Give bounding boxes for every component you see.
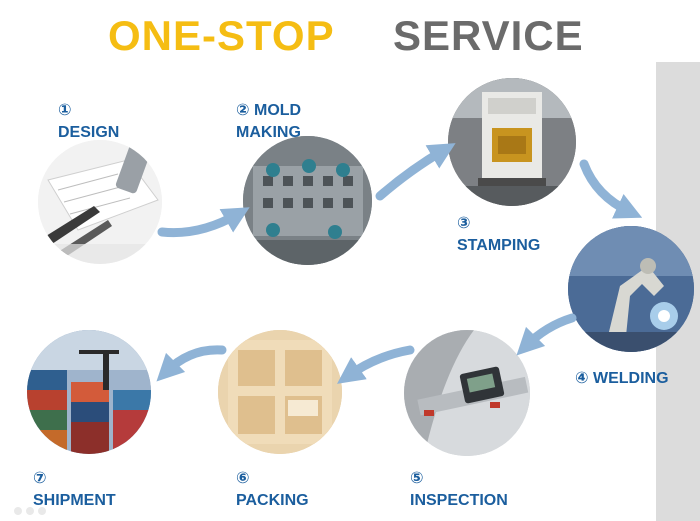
step-packing-label: ⑥ PACKING (236, 469, 309, 511)
watermark-logo (14, 507, 46, 515)
step-mold-making-label: ② MOLD MAKING (236, 101, 301, 143)
mold-photo (243, 136, 372, 265)
step-title: SHIPMENT (33, 492, 116, 509)
flow-arrow-icon (516, 313, 577, 356)
step-number: ⑤ (410, 470, 424, 487)
flow-arrow-icon (375, 143, 456, 201)
step-title: DESIGN (58, 124, 120, 141)
title-word-service: SERVICE (393, 12, 584, 59)
page-title: ONE-STOP SERVICE (0, 6, 700, 62)
title-word-one-stop: ONE-STOP (108, 12, 335, 59)
step-design-label: ① DESIGN (58, 101, 119, 143)
wooden-crate-photo (218, 330, 342, 454)
flow-arrow-icon (337, 345, 415, 384)
step-number: ⑥ (236, 470, 250, 487)
step-shipment-label: ⑦ SHIPMENT (33, 469, 116, 511)
step-title: MOLD (254, 102, 302, 119)
design-photo (38, 140, 162, 264)
flow-arrow-icon (579, 159, 643, 219)
step-number: ① (58, 102, 72, 119)
step-number: ② (236, 102, 250, 119)
step-title: WELDING (593, 370, 669, 387)
welding-robot-photo (568, 226, 694, 352)
caliper-inspection-photo (404, 330, 530, 456)
step-welding-label: ④ WELDING (575, 369, 669, 389)
step-number: ④ (575, 370, 589, 387)
flow-arrow-icon (157, 207, 250, 238)
step-title: INSPECTION (410, 492, 508, 509)
step-number: ⑦ (33, 470, 47, 487)
step-title: STAMPING (457, 237, 541, 254)
step-title-line2: MAKING (236, 124, 301, 141)
step-stamping-label: ③ STAMPING (457, 214, 540, 256)
flow-arrow-icon (156, 345, 227, 382)
step-inspection-label: ⑤ INSPECTION (410, 469, 508, 511)
shipping-containers-photo (27, 330, 151, 454)
stamping-press-photo (448, 78, 576, 206)
step-title: PACKING (236, 492, 309, 509)
step-number: ③ (457, 215, 471, 232)
